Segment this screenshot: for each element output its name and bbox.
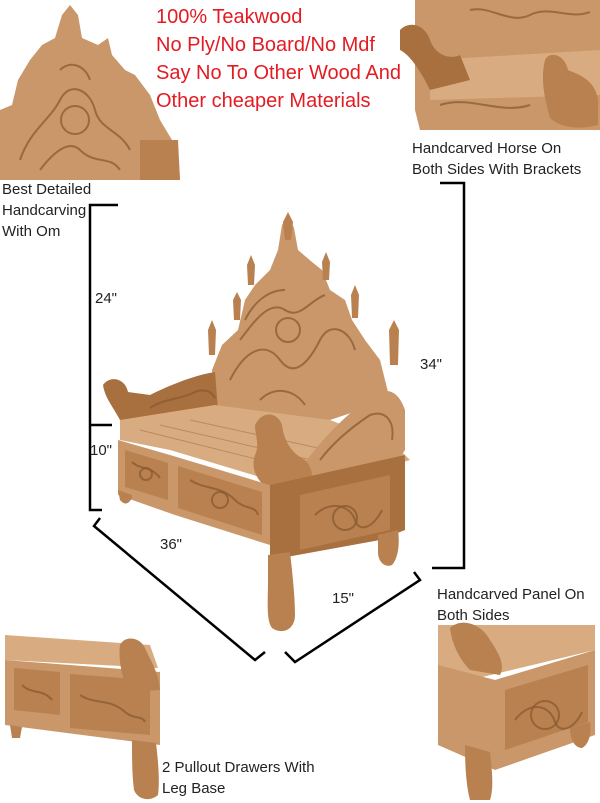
main-bench — [103, 212, 410, 632]
inset-side-panel — [438, 622, 595, 800]
callout-carving-line-1: Best Detailed — [2, 181, 92, 198]
callout-horse-line-1: Handcarved Horse On — [412, 140, 562, 157]
dimension-total-height: 34" — [420, 356, 443, 373]
depth-line — [284, 571, 422, 664]
promo-line-1: 100% Teakwood — [156, 6, 303, 28]
callout-carving-line-2: Handcarving — [2, 202, 87, 219]
callout-drawers: 2 Pullout Drawers With Leg Base — [162, 757, 315, 799]
inset-drawers — [5, 635, 160, 800]
callout-panel: Handcarved Panel On Both Sides — [437, 584, 585, 626]
dimension-depth: 15" — [332, 590, 355, 607]
callout-horse-line-2: Both Sides With Brackets — [412, 161, 582, 178]
callout-carving-line-3: With Om — [2, 223, 61, 240]
promo-text: 100% Teakwood No Ply/No Board/No Mdf Say… — [156, 3, 401, 115]
callout-drawers-line-1: 2 Pullout Drawers With — [162, 759, 315, 776]
promo-line-3: Say No To Other Wood And — [156, 62, 401, 84]
inset-backrest-carving — [0, 5, 180, 180]
dimension-lines — [88, 181, 466, 664]
promo-line-2: No Ply/No Board/No Mdf — [156, 34, 375, 56]
callout-horse: Handcarved Horse On Both Sides With Brac… — [412, 138, 581, 180]
height-bracket-left — [88, 203, 118, 512]
callout-carving: Best Detailed Handcarving With Om — [2, 179, 91, 242]
promo-line-4: Other cheaper Materials — [156, 90, 371, 112]
dimension-seat-height: 10" — [90, 442, 113, 459]
width-line — [92, 517, 266, 662]
height-bracket-right — [432, 181, 466, 570]
callout-panel-line-2: Both Sides — [437, 607, 510, 624]
inset-horse-armrest — [400, 0, 600, 130]
callout-panel-line-1: Handcarved Panel On — [437, 586, 585, 603]
dimension-width: 36" — [160, 536, 183, 553]
callout-drawers-line-2: Leg Base — [162, 780, 226, 797]
dimension-back-height: 24" — [95, 290, 118, 307]
